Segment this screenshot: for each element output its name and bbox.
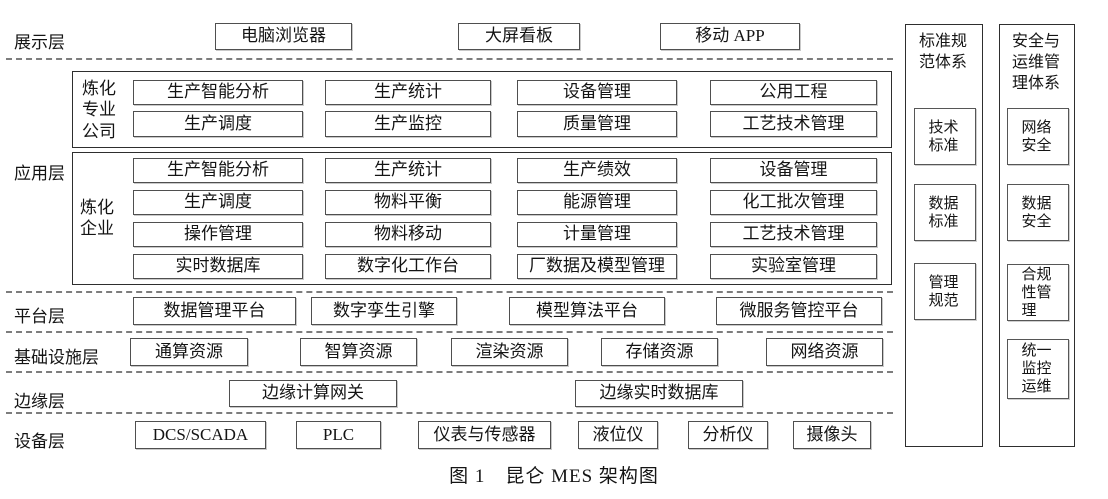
app-module: 数字化工作台	[325, 254, 491, 279]
side-column-security-ops: 安全与运维管理体系 网络安全 数据安全 合规性管理 统一监控运维	[999, 24, 1075, 447]
device-box: DCS/SCADA	[135, 421, 266, 449]
device-box: 摄像头	[793, 421, 871, 449]
app-module: 生产调度	[133, 190, 303, 215]
app-module: 生产监控	[325, 111, 491, 137]
device-box: 分析仪	[688, 421, 768, 449]
side-column-standards: 标准规范体系 技术标准 数据标准 管理规范	[905, 24, 983, 447]
side-box: 统一监控运维	[1007, 339, 1069, 399]
app-module: 公用工程	[710, 80, 877, 105]
side-box: 数据标准	[914, 184, 976, 241]
app-module: 物料平衡	[325, 190, 491, 215]
side-box: 技术标准	[914, 108, 976, 165]
infrastructure-box: 通算资源	[130, 338, 248, 366]
side-box: 合规性管理	[1007, 264, 1069, 321]
app-module: 能源管理	[517, 190, 677, 215]
app-module: 物料移动	[325, 222, 491, 247]
app-module: 工艺技术管理	[710, 111, 877, 137]
side-box: 网络安全	[1007, 108, 1069, 165]
app-module: 生产绩效	[517, 158, 677, 183]
device-box: PLC	[296, 421, 381, 449]
layer-label-infrastructure: 基础设施层	[14, 348, 99, 367]
app-group-label-company: 炼化专业公司	[82, 79, 116, 141]
layer-divider	[6, 331, 893, 333]
app-module: 设备管理	[517, 80, 677, 105]
app-module: 生产统计	[325, 158, 491, 183]
app-module: 化工批次管理	[710, 190, 877, 215]
layer-label-device: 设备层	[14, 432, 65, 451]
app-module: 厂数据及模型管理	[517, 254, 677, 279]
app-module: 质量管理	[517, 111, 677, 137]
app-module: 生产调度	[133, 111, 303, 137]
app-module: 生产智能分析	[133, 80, 303, 105]
device-box: 仪表与传感器	[418, 421, 551, 449]
infrastructure-box: 渲染资源	[451, 338, 568, 366]
app-module: 生产智能分析	[133, 158, 303, 183]
platform-box: 微服务管控平台	[716, 297, 882, 325]
platform-box: 模型算法平台	[509, 297, 665, 325]
app-module: 计量管理	[517, 222, 677, 247]
infrastructure-box: 智算资源	[300, 338, 417, 366]
layer-label-platform: 平台层	[14, 307, 65, 326]
platform-box: 数字孪生引擎	[311, 297, 457, 325]
app-module: 实验室管理	[710, 254, 877, 279]
presentation-box: 大屏看板	[458, 23, 580, 50]
side-box: 管理规范	[914, 263, 976, 320]
side-box: 数据安全	[1007, 184, 1069, 241]
platform-box: 数据管理平台	[133, 297, 296, 325]
layer-divider	[6, 412, 893, 414]
layer-divider	[6, 291, 893, 293]
app-module: 操作管理	[133, 222, 303, 247]
device-box: 液位仪	[578, 421, 658, 449]
presentation-box: 移动 APP	[660, 23, 800, 50]
layer-divider	[6, 371, 893, 373]
layer-label-presentation: 展示层	[14, 33, 65, 52]
side-column-title: 标准规范体系	[919, 33, 968, 71]
infrastructure-box: 网络资源	[766, 338, 883, 366]
layer-label-application: 应用层	[14, 164, 65, 183]
app-module: 实时数据库	[133, 254, 303, 279]
presentation-box: 电脑浏览器	[215, 23, 352, 50]
edge-box: 边缘实时数据库	[575, 380, 743, 407]
app-group-label-enterprise: 炼化企业	[80, 198, 114, 239]
app-module: 设备管理	[710, 158, 877, 183]
layer-label-edge: 边缘层	[14, 392, 65, 411]
app-module: 工艺技术管理	[710, 222, 877, 247]
edge-box: 边缘计算网关	[229, 380, 397, 407]
infrastructure-box: 存储资源	[601, 338, 718, 366]
side-column-title: 安全与运维管理体系	[1012, 33, 1061, 92]
app-module: 生产统计	[325, 80, 491, 105]
layer-divider	[6, 58, 893, 60]
figure-caption: 图 1 昆仑 MES 架构图	[449, 466, 659, 487]
